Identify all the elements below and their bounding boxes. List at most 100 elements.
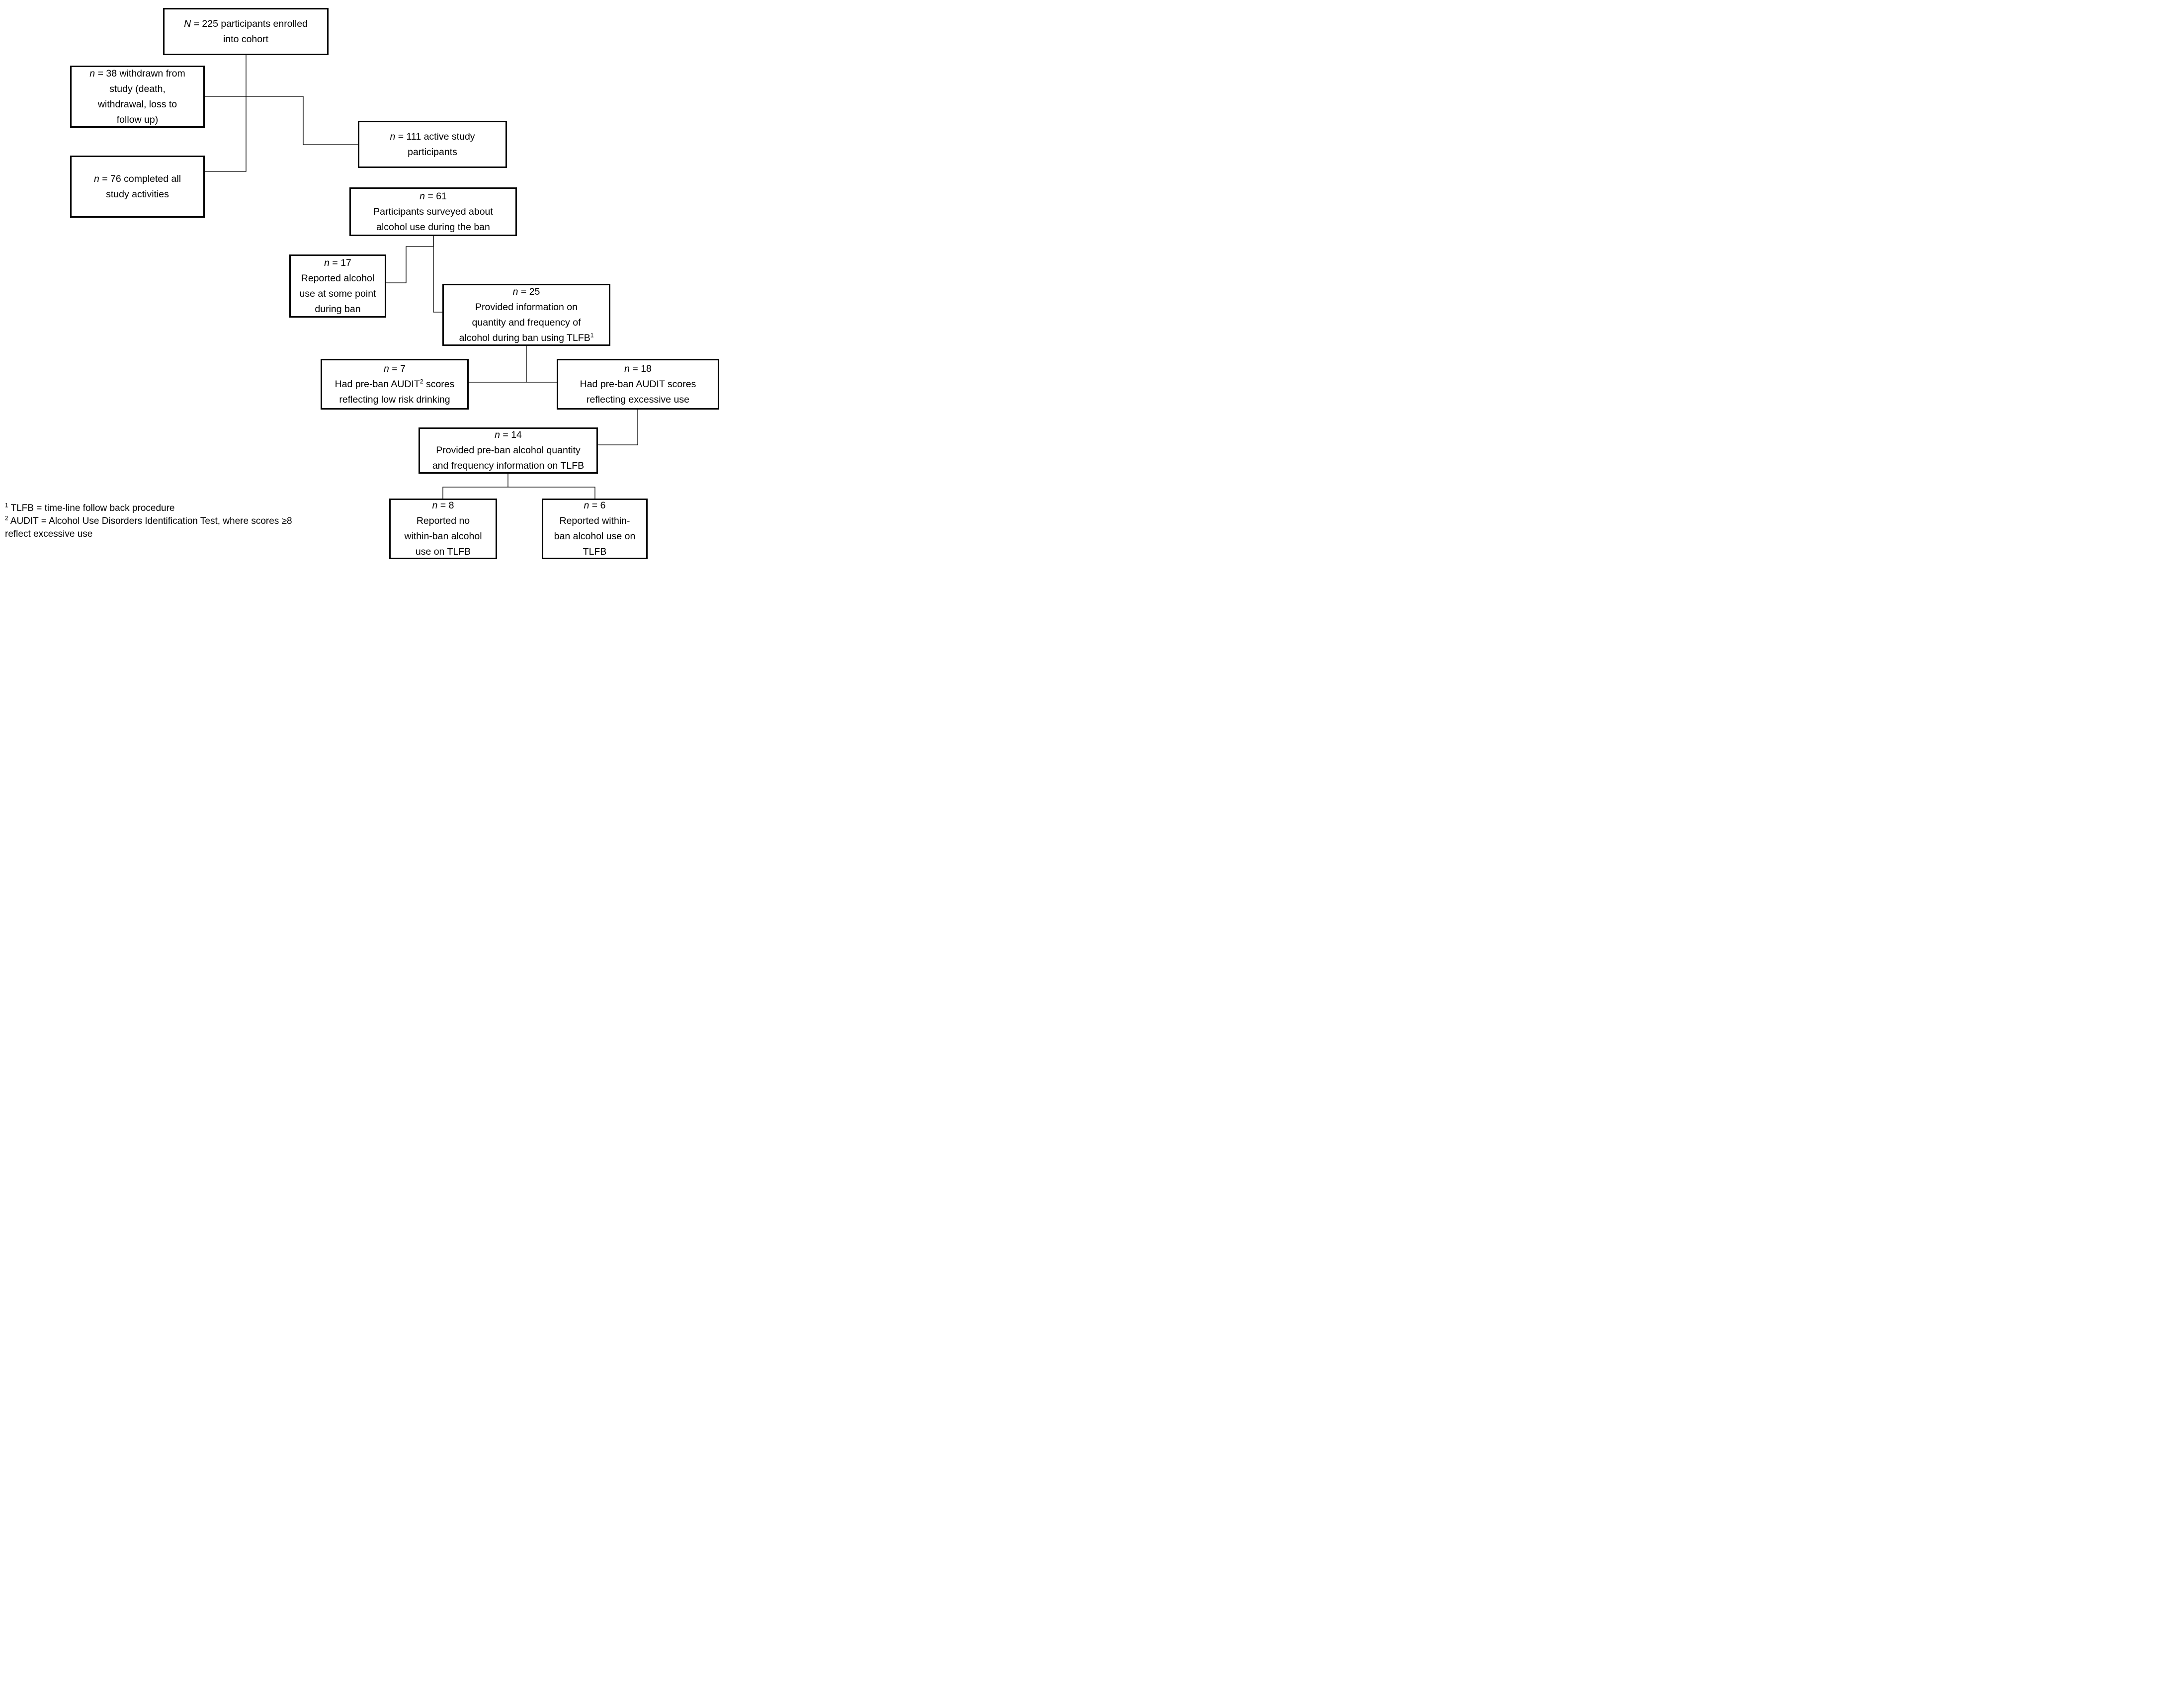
footnote-tlfb: 1 TLFB = time-line follow back procedure (5, 502, 292, 515)
node-text-line: n = 111 active study (390, 129, 475, 145)
flow-node-withdrawn-38: n = 38 withdrawn from study (death, withdr… (70, 66, 205, 128)
superscript-marker: 2 (420, 378, 423, 385)
node-text: = 8 (437, 500, 454, 511)
node-text-line: withdrawal, loss to (98, 97, 177, 112)
node-text-line: Had pre-ban AUDIT scores (580, 377, 696, 392)
node-text: = 76 completed all (99, 173, 181, 184)
node-text: and frequency information on TLFB (432, 460, 585, 471)
node-text-line: follow up) (117, 112, 158, 128)
node-text-line: N = 225 participants enrolled (184, 16, 308, 32)
node-text: into cohort (223, 33, 269, 45)
node-text-line: reflecting low risk drinking (339, 392, 450, 408)
node-text: TLFB (583, 546, 607, 557)
variable-symbol: n (390, 131, 396, 142)
node-text: scores (423, 378, 455, 390)
variable-symbol: n (624, 363, 630, 374)
node-text-line: reflecting excessive use (587, 392, 689, 408)
flow-node-surveyed-61: n = 61 Participants surveyed about alcohol… (349, 187, 517, 236)
flow-node-preban-tlfb-14: n = 14 Provided pre-ban alcohol quantity a… (419, 427, 598, 474)
node-text: alcohol during ban using TLFB (459, 332, 590, 343)
flow-diagram: 1 TLFB = time-line follow back procedure… (0, 0, 728, 561)
footnote-audit: 2 AUDIT = Alcohol Use Disorders Identifi… (5, 515, 292, 528)
node-text: follow up) (116, 114, 159, 125)
node-text-line: n = 25 (513, 284, 540, 300)
node-text: alcohol use during the ban (376, 221, 490, 233)
node-text: during ban (315, 303, 361, 315)
node-text-line: Reported within- (560, 513, 630, 529)
node-text-line: n = 7 (384, 361, 406, 377)
node-text: Had pre-ban AUDIT scores (580, 378, 696, 390)
variable-symbol: n (584, 500, 589, 511)
node-text-line: Participants surveyed about (373, 204, 493, 220)
node-text-line: ban alcohol use on (554, 529, 636, 544)
node-text: Provided pre-ban alcohol quantity (436, 445, 581, 456)
node-text: withdrawal, loss to (97, 98, 177, 110)
node-text: = 111 active study (395, 131, 475, 142)
node-text-line: Provided information on (475, 300, 578, 315)
variable-symbol: n (495, 429, 500, 440)
connector-layer (205, 55, 638, 499)
node-text: = 7 (389, 363, 406, 374)
footnote-text: TLFB = time-line follow back procedure (8, 503, 175, 513)
node-text: within-ban alcohol (404, 531, 482, 542)
node-text-line: participants (408, 145, 457, 160)
footnote-text: reflect excessive use (5, 529, 93, 539)
node-text-line: n = 18 (624, 361, 652, 377)
connector-withdrawn-to-active (205, 96, 358, 145)
node-text: = 14 (500, 429, 522, 440)
node-text-line: n = 17 (324, 255, 351, 271)
node-text: reflecting low risk drinking (339, 394, 450, 405)
connector-enrolled-to-completed (205, 55, 247, 172)
variable-symbol: n (89, 68, 95, 79)
node-text-line: n = 14 (495, 427, 522, 443)
node-text-line: Reported no (417, 513, 470, 529)
node-text: = 61 (424, 190, 447, 202)
variable-symbol: n (420, 190, 425, 202)
footnote-marker-2: 2 (5, 515, 8, 522)
footnote-marker-1: 1 (5, 502, 8, 509)
node-text: = 18 (629, 363, 652, 374)
node-text-line: and frequency information on TLFB (432, 458, 584, 474)
node-text-line: alcohol use during the ban (376, 220, 490, 235)
connector-surveyed-to-reported-17 (386, 236, 434, 283)
node-text: Participants surveyed about (373, 206, 493, 217)
node-text-line: Reported alcohol (301, 271, 374, 286)
node-text-line: n = 76 completed all (94, 171, 181, 187)
superscript-marker: 1 (590, 332, 594, 338)
node-text-line: during ban (315, 302, 360, 317)
node-text-line: Provided pre-ban alcohol quantity (436, 443, 581, 458)
node-text: = 225 participants enrolled (191, 18, 308, 29)
node-text: = 38 withdrawn from (95, 68, 185, 79)
footnote-audit-continued: reflect excessive use (5, 528, 292, 541)
footnote-text: AUDIT = Alcohol Use Disorders Identifica… (8, 516, 292, 526)
node-text: Reported within- (559, 515, 630, 526)
variable-symbol: n (384, 363, 389, 374)
connector-split-to-bottom-boxes (442, 487, 595, 499)
variable-symbol: n (512, 286, 518, 297)
node-text: = 17 (329, 257, 351, 268)
node-text: reflecting excessive use (586, 394, 690, 405)
node-text-line: into cohort (223, 32, 268, 47)
variable-symbol: N (184, 18, 191, 29)
connector-surveyed-to-provided-25 (433, 236, 442, 313)
node-text: Reported no (416, 515, 470, 526)
variable-symbol: n (432, 500, 438, 511)
node-text-line: n = 61 (420, 189, 447, 204)
node-text: quantity and frequency of (472, 317, 581, 328)
node-text-line: n = 8 (432, 498, 454, 513)
node-text: Had pre-ban AUDIT (335, 378, 420, 390)
footnotes: 1 TLFB = time-line follow back procedure… (5, 502, 292, 541)
node-text-line: alcohol during ban using TLFB1 (459, 331, 594, 346)
node-text: study (death, (109, 83, 166, 94)
node-text: Reported alcohol (301, 272, 375, 284)
node-text-line: study (death, (109, 82, 166, 97)
node-text: study activities (106, 188, 169, 200)
